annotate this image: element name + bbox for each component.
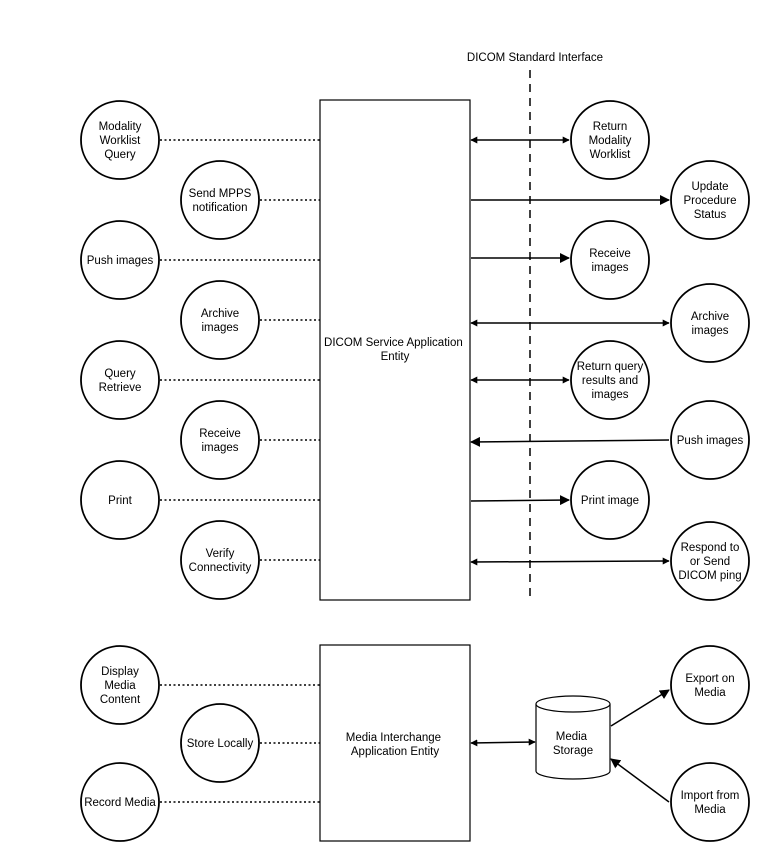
standard-interface-label: DICOM Standard Interface xyxy=(467,52,603,64)
node-print-image: Print image xyxy=(570,460,650,540)
node-circle xyxy=(180,280,260,360)
arrow-push-images xyxy=(470,436,670,447)
node-circle xyxy=(670,160,750,240)
node-label: Print image xyxy=(581,495,639,507)
node-label: Push images xyxy=(677,435,744,447)
arrow-respond-dicom-ping xyxy=(470,557,670,566)
media-interchange-entity-label: Media Interchange Application Entity xyxy=(346,732,444,758)
arrow-import-from-media xyxy=(610,758,670,803)
node-push-images-remote: Push images xyxy=(670,400,750,480)
dicom-service-entity-box xyxy=(319,99,471,601)
node-circle xyxy=(80,762,160,842)
node-circle xyxy=(180,400,260,480)
node-circle xyxy=(80,340,160,420)
node-circle xyxy=(570,100,650,180)
arrow-export-on-media xyxy=(610,689,670,727)
node-label: Print xyxy=(108,495,132,507)
node-circle xyxy=(80,460,160,540)
node-circle xyxy=(670,521,750,601)
arrow-media-storage xyxy=(470,738,536,747)
node-label: Push images xyxy=(87,255,154,267)
node-print: Print xyxy=(80,460,160,540)
left-dicom-connectors xyxy=(160,139,320,561)
arrow-print-image xyxy=(470,495,570,506)
node-circle xyxy=(670,645,750,725)
node-circle xyxy=(80,645,160,725)
node-circle xyxy=(570,460,650,540)
node-circle xyxy=(570,220,650,300)
node-store-locally: Store Locally xyxy=(180,703,260,783)
node-label: Store Locally xyxy=(187,738,254,750)
media-storage-label: Media Storage xyxy=(553,731,593,757)
node-circle xyxy=(670,400,750,480)
dicom-service-entity-label: DICOM Service Application Entity xyxy=(324,337,466,363)
node-circle xyxy=(180,703,260,783)
media-arrows xyxy=(470,689,670,803)
node-circle xyxy=(180,160,260,240)
node-circle xyxy=(670,283,750,363)
node-circle xyxy=(80,220,160,300)
node-record-media: Record Media xyxy=(80,762,160,842)
node-circle xyxy=(570,340,650,420)
node-circle xyxy=(180,520,260,600)
left-media-connectors xyxy=(160,684,320,803)
media-storage-cylinder: Media Storage xyxy=(535,695,611,780)
node-label: Record Media xyxy=(84,797,156,809)
remote-dicom-arrows xyxy=(470,136,670,566)
node-circle xyxy=(670,762,750,842)
media-interchange-entity-box xyxy=(319,644,471,842)
node-circle xyxy=(80,100,160,180)
node-push-images: Push images xyxy=(80,220,160,300)
